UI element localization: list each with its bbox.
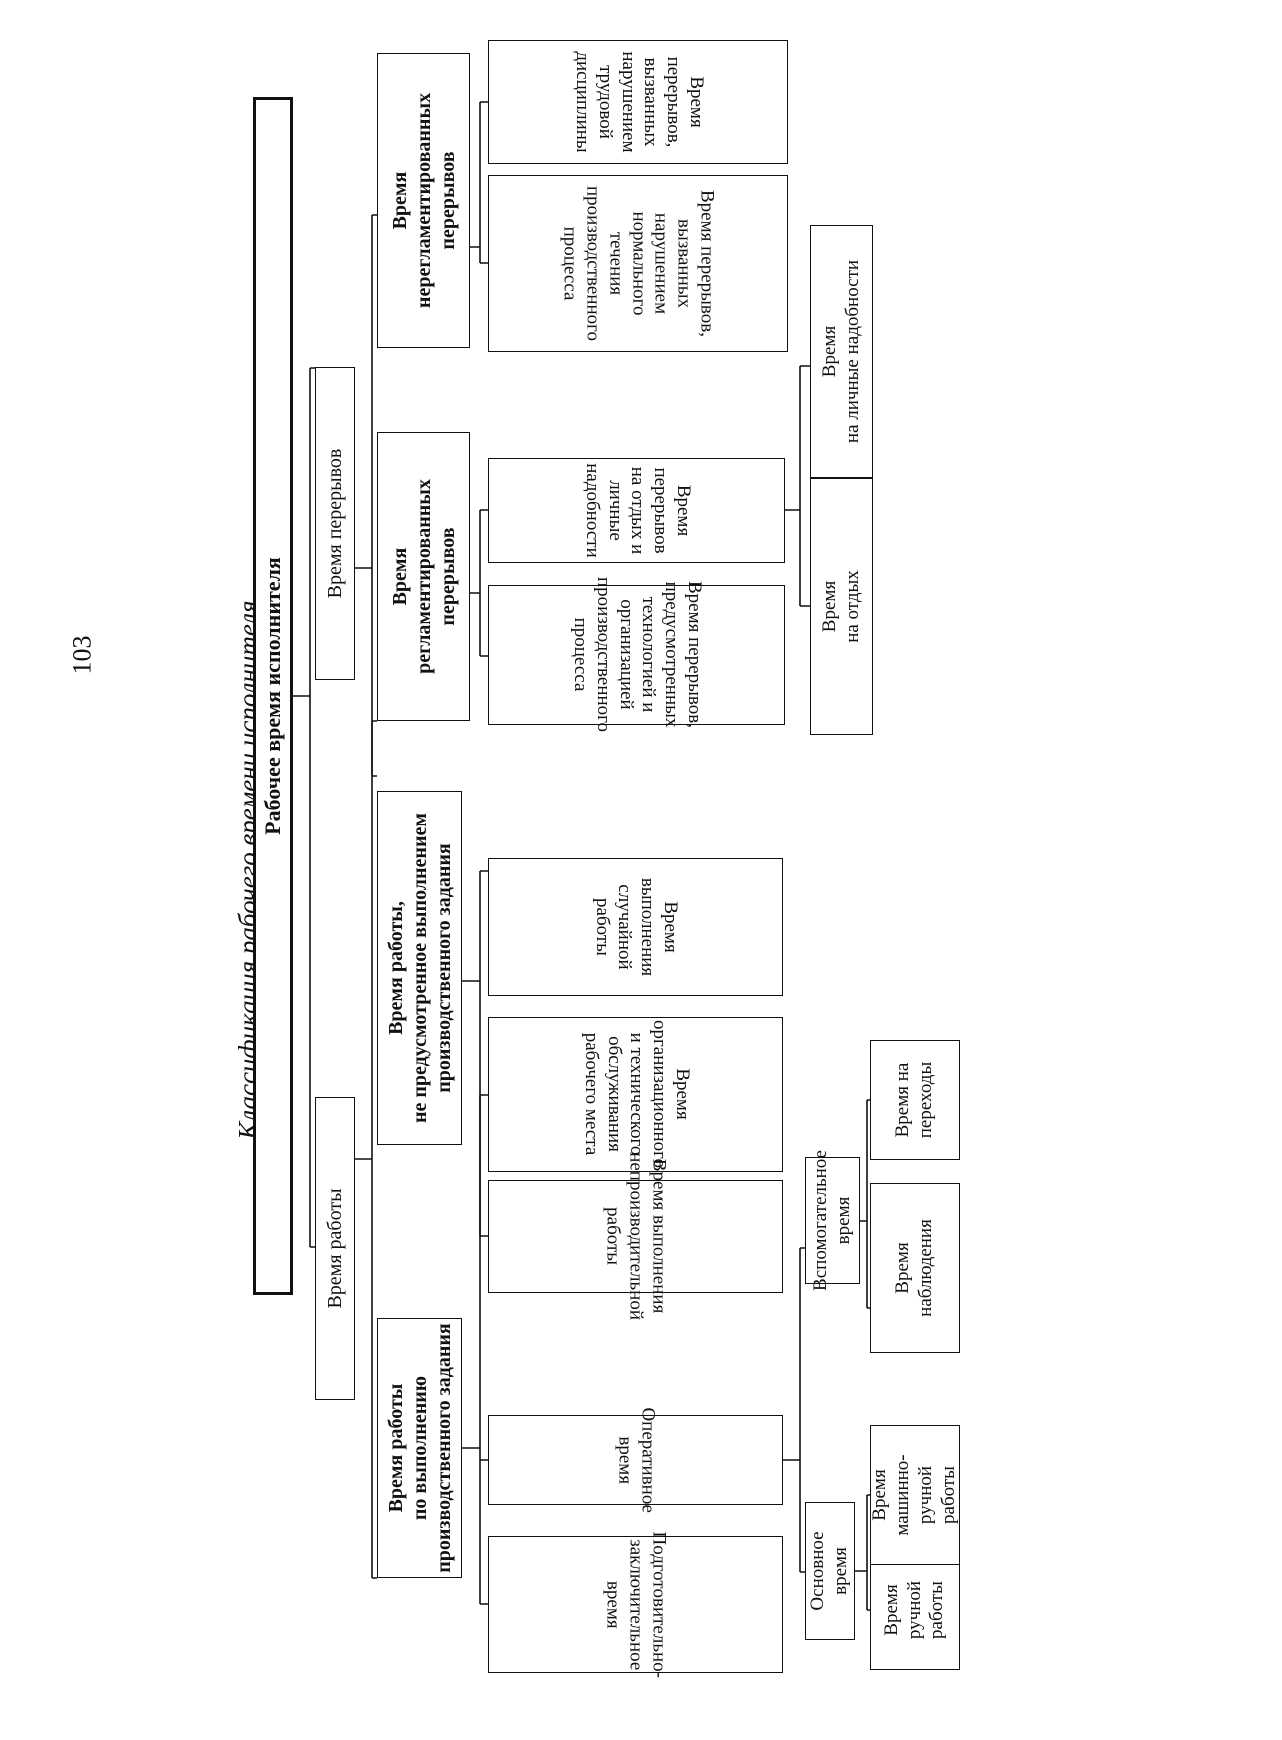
- unplanned-work-box: Время работы, не предусмотренное выполне…: [377, 791, 462, 1145]
- connector-main-children: [855, 1494, 870, 1611]
- transitions-time-box: Время на переходы: [870, 1040, 960, 1160]
- connector-breaks: [355, 214, 377, 777]
- unproductive-work-box: Время выполнения непроизводительной рабо…: [488, 1153, 783, 1320]
- connector-oper-children: [783, 1247, 805, 1573]
- process-disruption-breaks-box: Время перерывов, вызванных нарушением но…: [488, 175, 788, 352]
- task-work-box: Время работы по выполнению производствен…: [377, 1318, 462, 1578]
- unregulated-breaks-box: Время нерегламентированных перерывов: [377, 53, 470, 348]
- prep-final-time-box: Подготовительно- заключительное время: [488, 1531, 783, 1678]
- connector-unplanned-children: [462, 870, 488, 1237]
- random-work-box: Время выполнения случайной работы: [488, 858, 783, 996]
- work-time-box: Время работы: [315, 1097, 355, 1400]
- connector-regulated-children: [470, 509, 488, 657]
- breaks-time-box: Время перерывов: [315, 367, 355, 680]
- regulated-breaks-box: Время регламентированных перерывов: [377, 432, 470, 721]
- connector-task-children: [462, 1094, 488, 1605]
- discipline-breaks-box: Время перерывов, вызванных нарушением тр…: [488, 40, 788, 164]
- personal-needs-time-box: Время на личные надобности: [810, 225, 873, 478]
- connector-rest-children: [785, 365, 810, 607]
- connector-unregulated-children: [470, 101, 488, 264]
- connector-root: [293, 367, 315, 1248]
- manual-work-time-box: Время ручной работы: [870, 1550, 960, 1670]
- connector-work: [355, 720, 377, 1579]
- service-time-box: Время организационного и технического об…: [488, 1017, 783, 1172]
- rest-personal-breaks-box: Время перерывов на отдых и личные надобн…: [488, 458, 785, 563]
- tech-breaks-box: Время перерывов, предусмотренных техноло…: [488, 578, 785, 733]
- aux-time-box: Вспомогательное время: [805, 1150, 860, 1291]
- observation-time-box: Время наблюдения: [870, 1183, 960, 1353]
- connector-aux-children: [860, 1099, 870, 1309]
- rest-time-box: Время на отдых: [810, 478, 873, 735]
- root-box: Рабочее время исполнителя: [253, 97, 293, 1295]
- main-time-box: Основное время: [805, 1502, 855, 1640]
- operative-time-box: Оперативное время: [488, 1407, 783, 1513]
- machine-manual-work-time-box: Время машинно-ручной работы: [869, 1425, 960, 1565]
